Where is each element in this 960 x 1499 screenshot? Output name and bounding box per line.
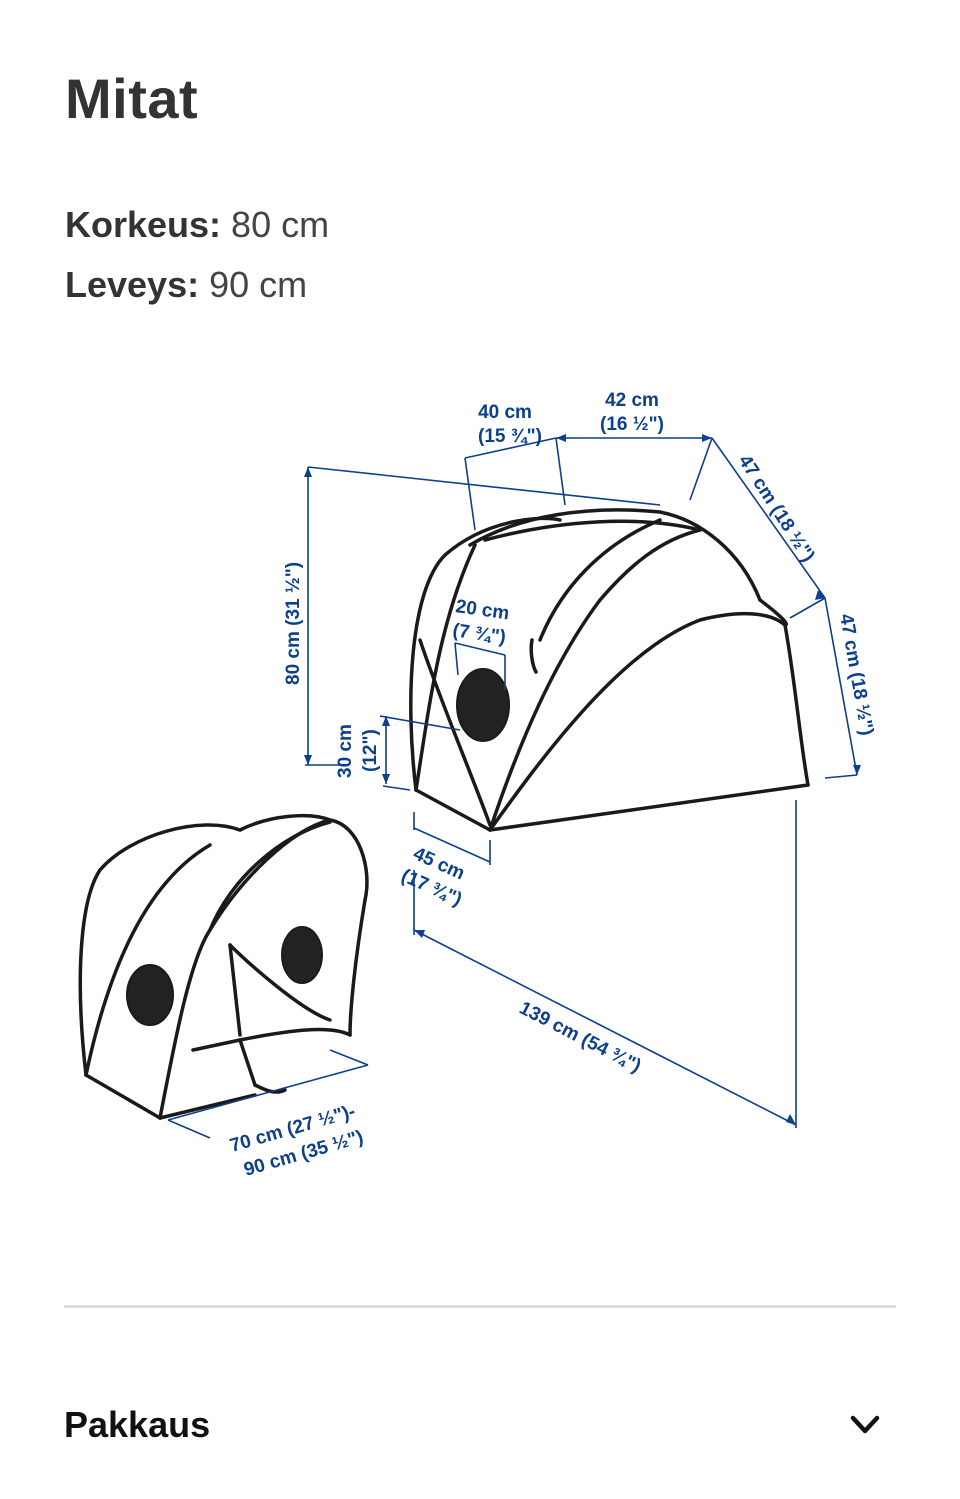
dim-40-in: (15 ¾") <box>478 426 542 447</box>
dim-20-cm: 20 cm <box>454 596 510 624</box>
dim-42-in: (16 ½") <box>600 414 664 435</box>
dim-40-cm: 40 cm <box>478 402 532 423</box>
dim-80: 80 cm (31 ½") <box>283 562 304 685</box>
dimension-lines <box>167 437 858 1139</box>
height-row: Korkeus: 80 cm <box>65 195 329 255</box>
dimension-diagram: 40 cm (15 ¾") 42 cm (16 ½") 47 cm (18 ½"… <box>78 390 877 1181</box>
section-divider <box>64 1305 896 1308</box>
width-label: Leveys: <box>65 264 200 305</box>
height-value: 80 cm <box>221 204 330 245</box>
dim-30-in: (12") <box>360 729 381 772</box>
dim-47b: 47 cm (18 ½") <box>835 612 877 737</box>
dim-42-cm: 42 cm <box>605 390 659 411</box>
page-title: Mitat <box>65 67 199 130</box>
dim-30-cm: 30 cm <box>335 724 356 778</box>
tent-outline <box>78 508 810 1120</box>
dim-47a: 47 cm (18 ½") <box>734 451 819 566</box>
chevron-down-icon[interactable] <box>848 1408 882 1442</box>
dimension-summary: Korkeus: 80 cm Leveys: 90 cm <box>65 195 329 315</box>
width-row: Leveys: 90 cm <box>65 255 329 315</box>
height-label: Korkeus: <box>65 204 222 245</box>
packaging-accordion[interactable]: Pakkaus <box>64 1390 896 1460</box>
dimension-arrows <box>304 434 861 1125</box>
packaging-label: Pakkaus <box>64 1404 211 1445</box>
width-value: 90 cm <box>199 264 308 305</box>
